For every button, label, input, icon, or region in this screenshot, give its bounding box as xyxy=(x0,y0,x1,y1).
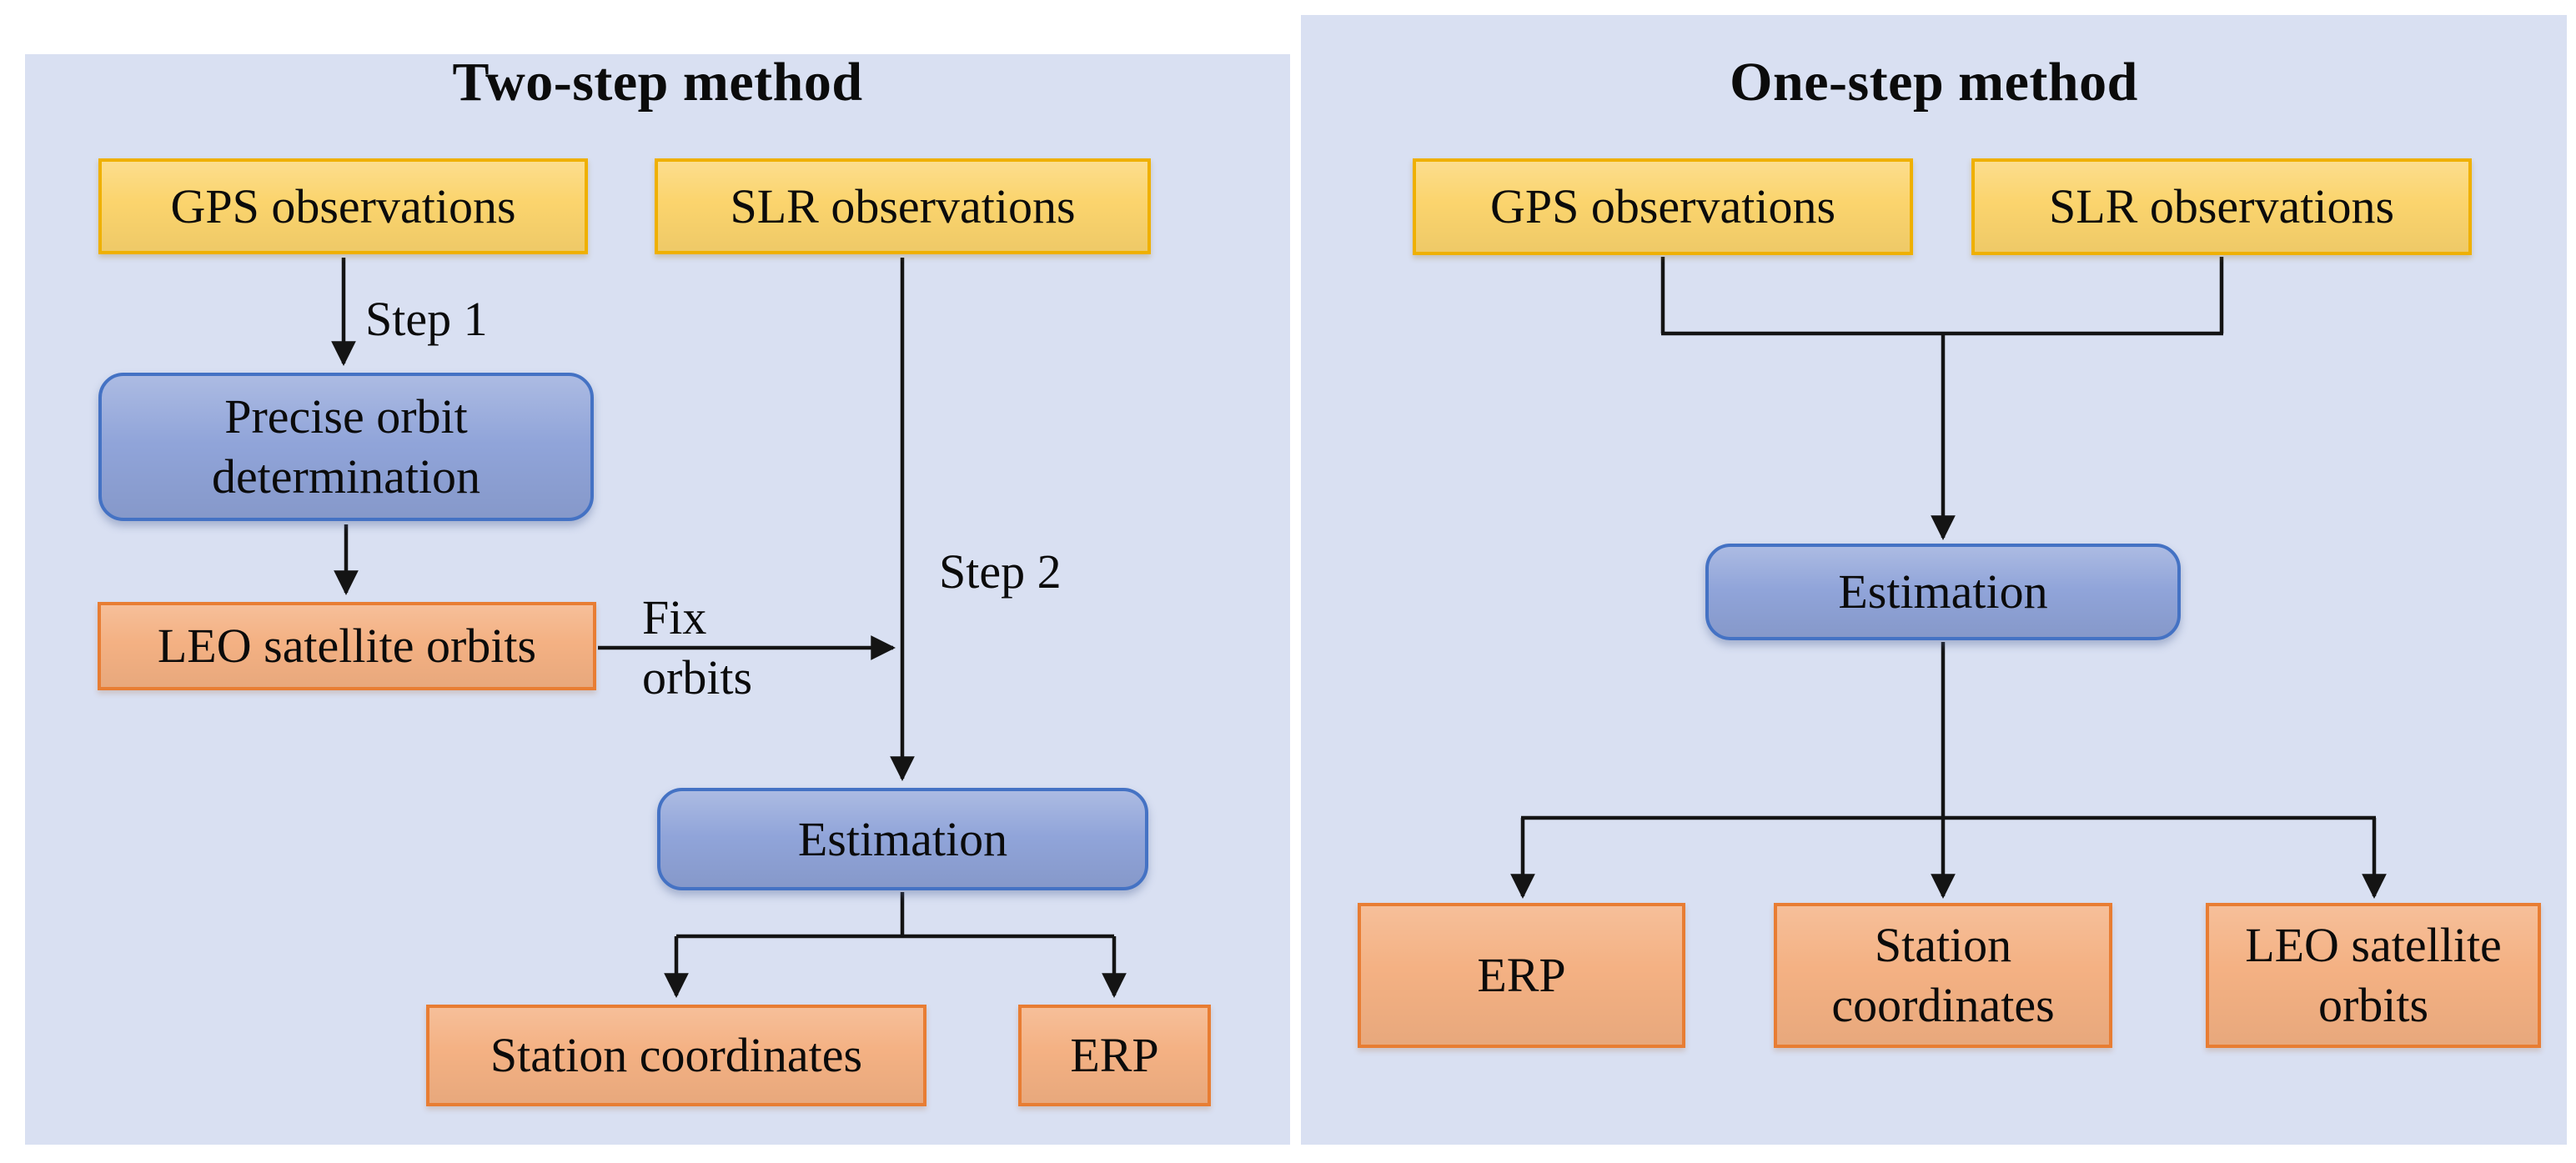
node-station-coordinates: Station coordinates xyxy=(426,1005,926,1106)
node-erp: ERP xyxy=(1358,903,1685,1048)
one-step-method-panel: One-step method GPS observations SLR obs… xyxy=(1301,15,2567,1145)
one-step-connector-arrows xyxy=(1510,257,2387,899)
node-leo-satellite-orbits: LEO satellite orbits xyxy=(2206,903,2541,1048)
edge-label-fix-orbits: Fix orbits xyxy=(642,590,753,704)
node-erp: ERP xyxy=(1018,1005,1211,1106)
node-gps-observations: GPS observations xyxy=(98,158,588,254)
two-step-method-panel: Two-step method GPS observations SLR obs… xyxy=(25,52,1290,1145)
two-step-connector-arrows xyxy=(331,258,1127,998)
two-step-panel-title: Two-step method xyxy=(452,52,863,113)
node-slr-observations: SLR observations xyxy=(655,158,1151,254)
node-estimation: Estimation xyxy=(657,788,1148,890)
node-leo-satellite-orbits: LEO satellite orbits xyxy=(98,602,596,690)
edge-label-step2: Step 2 xyxy=(939,544,1062,599)
node-estimation: Estimation xyxy=(1705,544,2181,640)
node-precise-orbit-determination: Precise orbit determination xyxy=(98,373,594,521)
node-slr-observations: SLR observations xyxy=(1971,158,2472,255)
edge-label-step1: Step 1 xyxy=(365,292,488,346)
node-station-coordinates: Station coordinates xyxy=(1774,903,2112,1048)
one-step-panel-title: One-step method xyxy=(1730,52,2138,113)
node-gps-observations: GPS observations xyxy=(1413,158,1913,255)
